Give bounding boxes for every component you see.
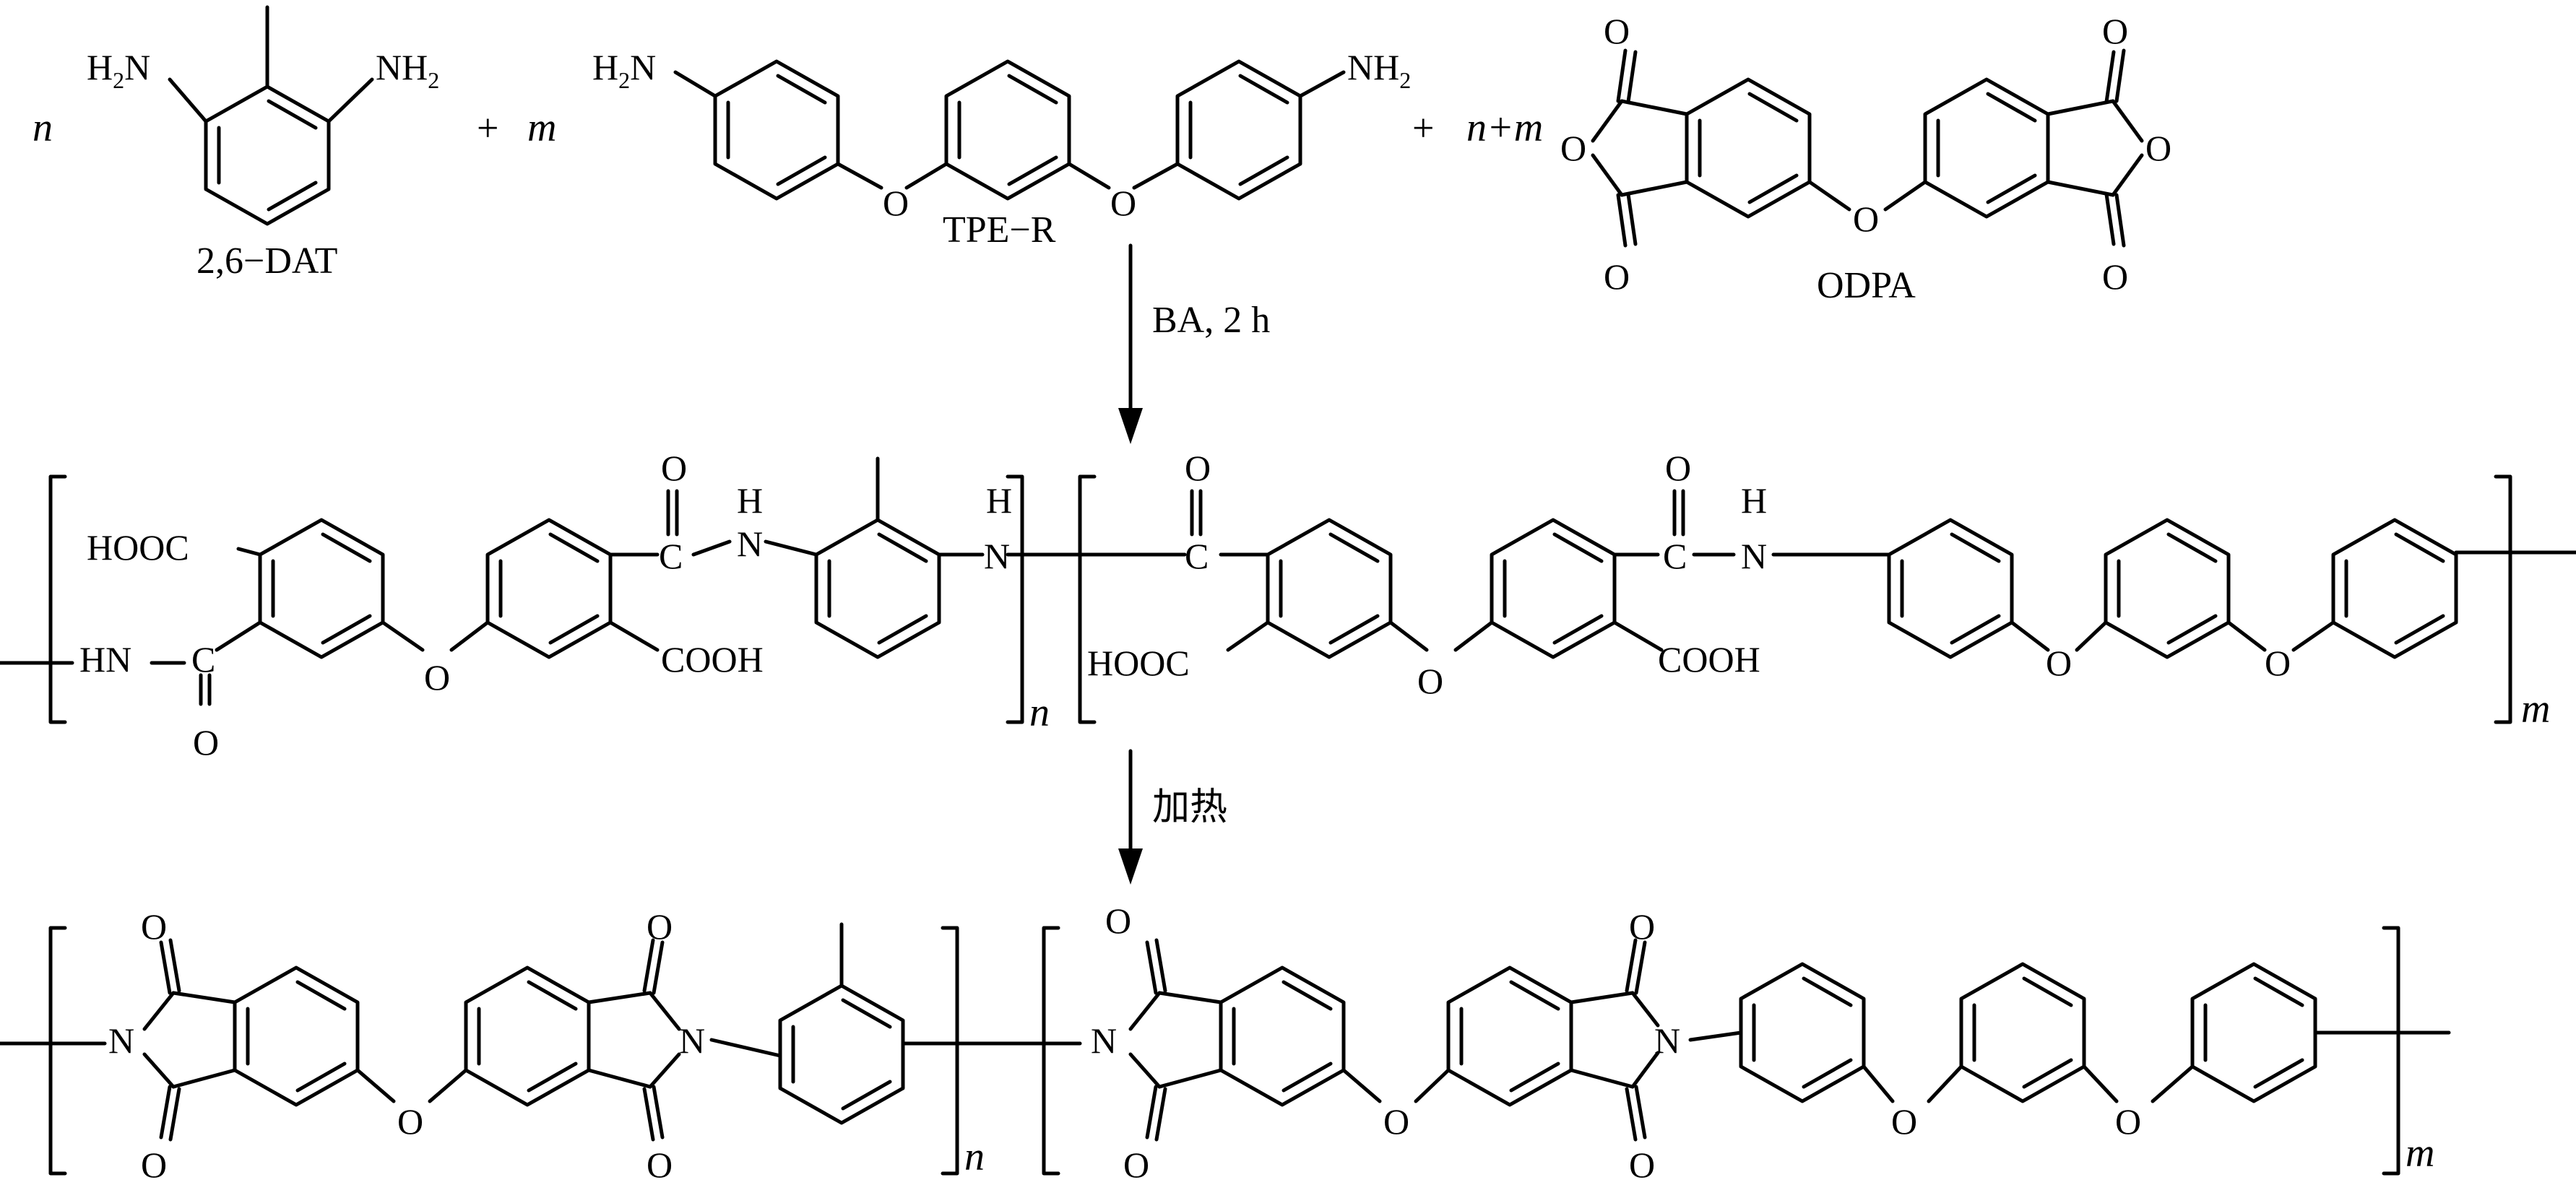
int-sub-m: m xyxy=(2521,687,2550,732)
int-h-3: H xyxy=(1741,480,1767,521)
int-cooh-2: COOH xyxy=(1658,639,1760,680)
prod-o-5: O xyxy=(1105,900,1131,941)
int-hooc-2: HOOC xyxy=(1087,643,1190,683)
prod-o-2: O xyxy=(141,1145,167,1185)
intermediate-structure xyxy=(0,456,2576,724)
product-structure xyxy=(0,922,2451,1176)
arrow-step-1 xyxy=(1118,243,1143,444)
coef-nm: n+m xyxy=(1466,105,1543,150)
dat-name: 2,6−DAT xyxy=(196,240,337,282)
int-hooc-1: HOOC xyxy=(87,527,189,568)
dat-h2n-label: H2N xyxy=(87,47,150,93)
odpa-o-7: O xyxy=(2102,256,2128,297)
prod-o-8: O xyxy=(1629,1145,1655,1185)
prod-o-ether-2: O xyxy=(1383,1101,1409,1142)
int-o-3: O xyxy=(1185,448,1211,488)
int-cooh-1: COOH xyxy=(661,639,764,680)
odpa-o-4: O xyxy=(1853,199,1879,239)
prod-o-3: O xyxy=(647,906,673,947)
prod-o-6: O xyxy=(1123,1145,1149,1185)
prod-o-ether-1: O xyxy=(397,1101,423,1142)
odpa-o-6: O xyxy=(2145,128,2171,168)
prod-n-4: N xyxy=(1654,1020,1680,1061)
arrow-1-label: BA, 2 h xyxy=(1152,300,1270,341)
tper-name: TPE−R xyxy=(943,209,1056,251)
arrow-2-label: 加热 xyxy=(1152,787,1227,828)
prod-n-1: N xyxy=(108,1020,134,1061)
dat-molecule xyxy=(168,5,374,226)
odpa-name: ODPA xyxy=(1817,265,1916,306)
tper-o-1: O xyxy=(883,183,909,223)
int-hn: HN xyxy=(79,639,131,680)
prod-o-4: O xyxy=(647,1145,673,1185)
prod-o-ether-4: O xyxy=(2115,1101,2141,1142)
int-o-ether-2: O xyxy=(1417,661,1443,701)
arrow-step-2 xyxy=(1118,749,1143,885)
prod-sub-n: n xyxy=(964,1134,985,1179)
odpa-o-5: O xyxy=(2102,11,2128,51)
tper-nh2-label: NH2 xyxy=(1347,47,1411,93)
plus-1: + xyxy=(477,106,498,149)
prod-sub-m: m xyxy=(2406,1131,2434,1176)
dat-nh2-label: NH2 xyxy=(376,47,439,93)
int-o-ether-3: O xyxy=(2046,643,2072,683)
int-h-2: H xyxy=(986,480,1012,521)
coef-n: n xyxy=(33,105,53,150)
int-o-ether-4: O xyxy=(2265,643,2291,683)
tper-o-2: O xyxy=(1110,183,1136,223)
prod-o-7: O xyxy=(1629,906,1655,947)
int-c-1: C xyxy=(191,639,215,680)
coef-m: m xyxy=(527,105,556,150)
int-n-2: N xyxy=(984,536,1010,576)
int-o-ether-1: O xyxy=(424,657,450,698)
int-n-3: N xyxy=(1741,536,1767,576)
prod-n-2: N xyxy=(679,1020,705,1061)
int-c-4: C xyxy=(1663,536,1687,576)
plus-2: + xyxy=(1412,106,1434,149)
prod-o-ether-3: O xyxy=(1891,1101,1917,1142)
int-c-2: C xyxy=(659,536,683,576)
int-sub-n: n xyxy=(1029,690,1050,735)
prod-o-1: O xyxy=(141,906,167,947)
int-o-1: O xyxy=(193,722,219,763)
prod-n-3: N xyxy=(1091,1020,1117,1061)
int-h-1: H xyxy=(737,480,763,521)
int-o-2: O xyxy=(661,448,687,488)
int-o-4: O xyxy=(1665,448,1691,488)
odpa-o-1: O xyxy=(1604,11,1630,51)
int-n-1: N xyxy=(737,524,763,564)
odpa-o-2: O xyxy=(1560,128,1586,168)
odpa-molecule xyxy=(1591,48,2144,248)
tper-molecule xyxy=(673,59,1346,201)
int-c-3: C xyxy=(1185,536,1209,576)
tper-h2n-label: H2N xyxy=(592,47,656,93)
odpa-o-3: O xyxy=(1604,256,1630,297)
